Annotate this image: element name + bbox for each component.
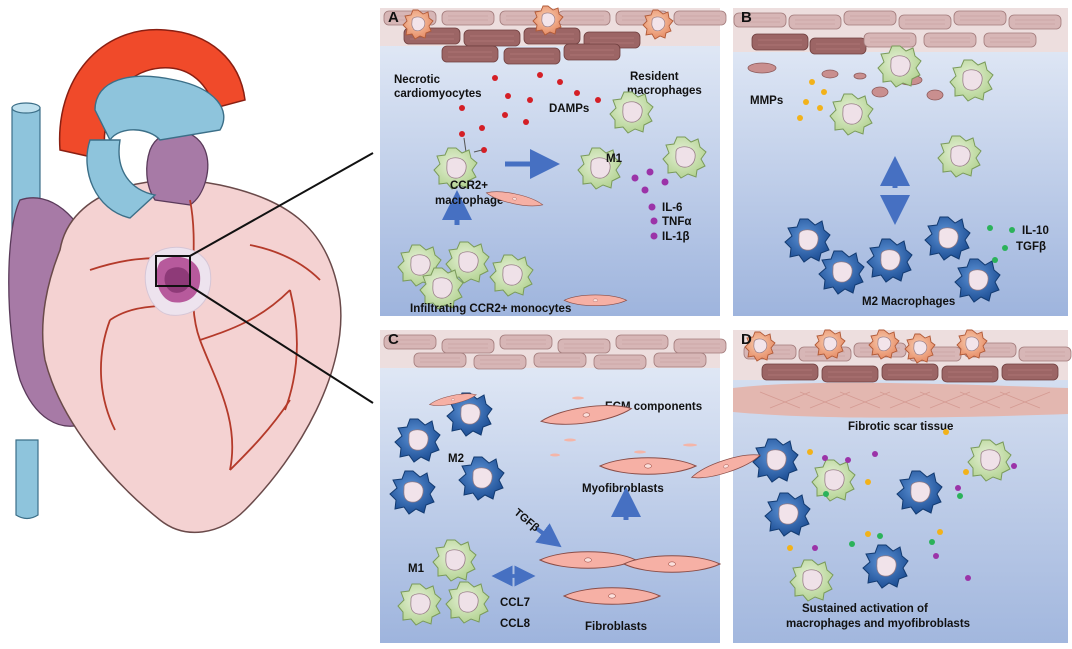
label-fibrotic: Fibrotic scar tissue [848, 421, 953, 433]
label-m2-macrophages: M2 Macrophages [862, 296, 955, 308]
muscle-tissue-b [733, 8, 1068, 55]
panel-letter-d: D [741, 331, 752, 348]
label-c-m1: M1 [408, 563, 425, 575]
label-resident-1: Resident [630, 71, 679, 83]
label-mmps: MMPs [750, 95, 783, 107]
damps-dots [459, 72, 601, 153]
zoom-box [155, 255, 191, 287]
il10-dots-d [823, 491, 963, 547]
label-necrotic-2: cardiomyocytes [394, 88, 482, 100]
cytokine-dots-d [812, 451, 1017, 581]
zoom-line-top [189, 152, 374, 257]
heart-illustration [8, 29, 342, 533]
muscle-tissue-c [380, 330, 727, 370]
muscle-tissue-d [733, 330, 1072, 383]
label-il1b: IL-1β [662, 231, 689, 243]
label-tgfb: TGFβ [1016, 241, 1046, 253]
panel-letter-a: A [388, 9, 399, 26]
panel-b: B MMPs IL-10 TGFβ M2 Macrophages [733, 8, 1068, 316]
label-necrotic-1: Necrotic [394, 74, 441, 86]
label-resident-2: macrophages [627, 85, 702, 97]
label-myofibroblasts: Myofibroblasts [582, 483, 664, 495]
mmp-dots [797, 79, 827, 121]
label-ccl7: CCL7 [500, 597, 530, 609]
label-macrophage: macrophage [435, 195, 503, 207]
panel-c: C M2 ECM components Myofibroblasts TGFβ … [380, 330, 727, 643]
label-il6: IL-6 [662, 202, 682, 214]
label-il10: IL-10 [1022, 225, 1049, 237]
zoom-line-bottom [189, 285, 374, 404]
panel-letter-c: C [388, 331, 399, 348]
arrow-c-tgfb [534, 523, 562, 548]
label-c-m2: M2 [448, 453, 464, 465]
il10-dots [987, 225, 1015, 263]
label-ccr2: CCR2+ [450, 180, 488, 192]
cytokine-dots [631, 168, 669, 240]
label-sustained-1: Sustained activation of [802, 603, 928, 615]
label-ccl8: CCL8 [500, 618, 531, 630]
panel-letter-b: B [741, 9, 752, 26]
mmp-dots-d [787, 429, 969, 551]
label-m1: M1 [606, 153, 623, 165]
label-sustained-2: macrophages and myofibroblasts [786, 618, 970, 630]
label-tnfa: TNFα [662, 216, 691, 228]
label-damps: DAMPs [549, 103, 589, 115]
label-fibroblasts: Fibroblasts [585, 621, 647, 633]
label-infiltrating: Infiltrating CCR2+ monocytes [410, 303, 571, 315]
panel-d: D Fibrotic scar tissue Sustained activat… [428, 187, 1072, 643]
panel-a: A Necrotic cardiomyocytes Resident macro… [380, 5, 727, 316]
